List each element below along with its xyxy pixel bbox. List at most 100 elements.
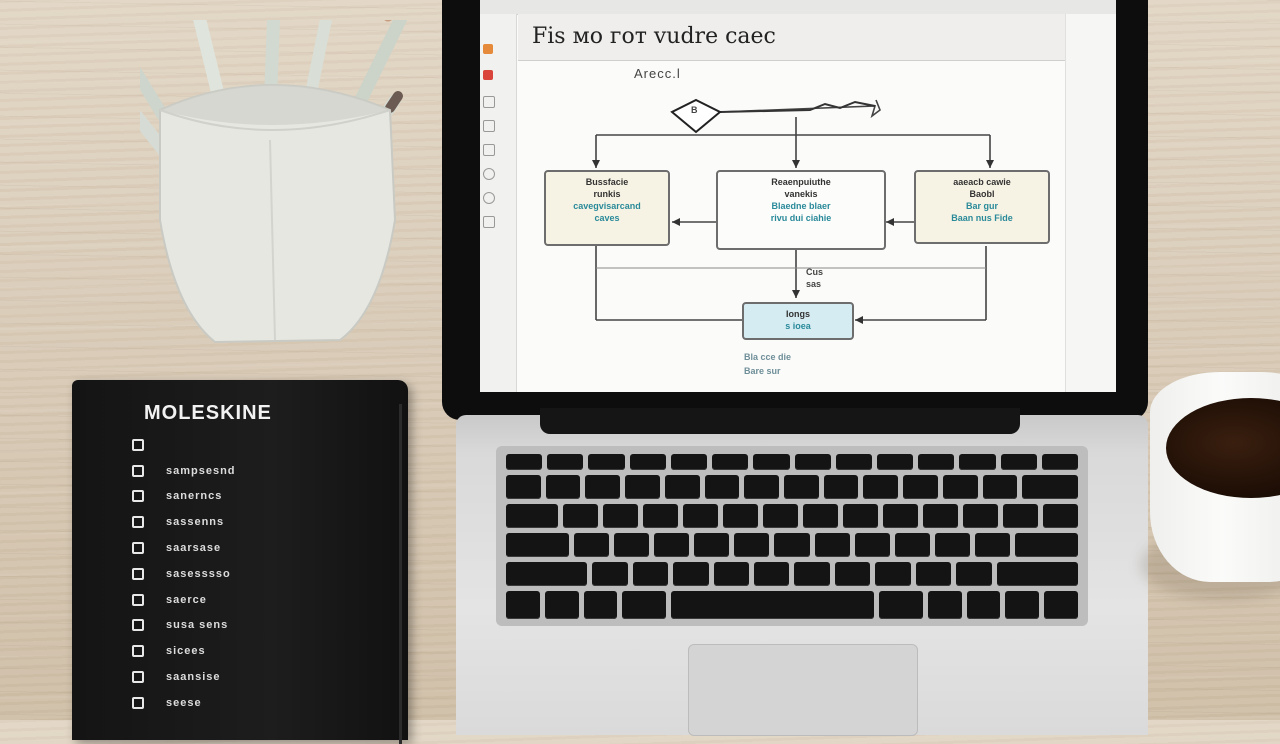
key[interactable] <box>753 454 790 470</box>
app-icon[interactable] <box>483 120 495 132</box>
checkbox-icon <box>132 516 144 529</box>
key[interactable] <box>934 533 970 557</box>
key[interactable] <box>744 475 780 499</box>
key[interactable] <box>918 454 955 470</box>
process-node[interactable]: aaeacb cawie Baobl Bar gur Baan nus Fide <box>914 170 1050 244</box>
tab-key[interactable] <box>506 504 559 528</box>
shift-key[interactable] <box>996 562 1078 586</box>
shift-key[interactable] <box>506 562 588 586</box>
key[interactable] <box>843 504 879 528</box>
key[interactable] <box>803 504 839 528</box>
key[interactable] <box>713 562 750 586</box>
footer-note: Bla cce die Bare sur <box>744 352 792 376</box>
list-item: sampsesnd <box>132 458 236 484</box>
key[interactable] <box>915 562 952 586</box>
key[interactable] <box>704 475 740 499</box>
key[interactable] <box>694 533 730 557</box>
option-key[interactable] <box>583 591 618 619</box>
key[interactable] <box>723 504 759 528</box>
key[interactable] <box>863 475 899 499</box>
app-icon[interactable] <box>483 44 493 54</box>
key[interactable] <box>654 533 690 557</box>
key[interactable] <box>625 475 660 499</box>
key[interactable] <box>883 504 919 528</box>
command-key[interactable] <box>878 591 923 619</box>
key[interactable] <box>974 533 1010 557</box>
key[interactable] <box>835 454 872 470</box>
key[interactable] <box>903 475 938 499</box>
key-row <box>506 562 1078 586</box>
key[interactable] <box>1043 504 1079 528</box>
key[interactable] <box>683 504 719 528</box>
key[interactable] <box>673 562 709 586</box>
key[interactable] <box>603 504 639 528</box>
caps-lock-key[interactable] <box>506 533 570 557</box>
arrow-up-down-key[interactable] <box>1005 591 1040 619</box>
key[interactable] <box>963 504 999 528</box>
key[interactable] <box>734 533 770 557</box>
delete-key[interactable] <box>1022 475 1078 499</box>
key[interactable] <box>956 562 992 586</box>
arrow-left-key[interactable] <box>966 591 1001 619</box>
app-icon[interactable] <box>483 216 495 228</box>
keyboard[interactable] <box>496 446 1088 626</box>
process-node[interactable]: Reaenpuiuthe vanekis Blaedne blaer rivu … <box>716 170 886 250</box>
key[interactable] <box>506 475 541 499</box>
key[interactable] <box>632 562 669 586</box>
key[interactable] <box>629 454 666 470</box>
key[interactable] <box>1000 454 1037 470</box>
key[interactable] <box>563 504 599 528</box>
key[interactable] <box>588 454 625 470</box>
key[interactable] <box>959 454 996 470</box>
list-item: saansise <box>132 664 236 690</box>
app-icon[interactable] <box>483 168 495 180</box>
app-icon[interactable] <box>483 96 495 108</box>
document-title: Fis мо гот vudre caec <box>532 24 776 49</box>
app-icon[interactable] <box>483 192 495 204</box>
scroll-area[interactable] <box>1065 14 1116 392</box>
key[interactable] <box>876 454 914 470</box>
key[interactable] <box>982 475 1018 499</box>
key[interactable] <box>923 504 959 528</box>
key[interactable] <box>784 475 819 499</box>
fn-key[interactable] <box>506 591 540 619</box>
output-node[interactable]: Iongs s ioea <box>742 302 854 340</box>
key[interactable] <box>794 562 830 586</box>
key[interactable] <box>574 533 610 557</box>
app-icon[interactable] <box>483 70 493 80</box>
key[interactable] <box>664 475 700 499</box>
control-key[interactable] <box>544 591 579 619</box>
key[interactable] <box>834 562 871 586</box>
key[interactable] <box>670 454 708 470</box>
key[interactable] <box>823 475 859 499</box>
key[interactable] <box>1003 504 1039 528</box>
process-node[interactable]: Bussfacie runkis cavegvisarcand caves <box>544 170 670 246</box>
key[interactable] <box>712 454 749 470</box>
option-key[interactable] <box>927 591 962 619</box>
key[interactable] <box>643 504 679 528</box>
key[interactable] <box>545 475 581 499</box>
key[interactable] <box>794 454 831 470</box>
trackpad[interactable] <box>688 644 918 736</box>
command-key[interactable] <box>622 591 667 619</box>
arrow-right-key[interactable] <box>1044 591 1078 619</box>
return-key[interactable] <box>1014 533 1078 557</box>
key[interactable] <box>1041 454 1079 470</box>
key[interactable] <box>592 562 628 586</box>
key[interactable] <box>774 533 810 557</box>
key[interactable] <box>814 533 850 557</box>
key[interactable] <box>763 504 799 528</box>
key[interactable] <box>506 454 543 470</box>
key[interactable] <box>894 533 930 557</box>
key[interactable] <box>585 475 621 499</box>
key[interactable] <box>547 454 584 470</box>
key[interactable] <box>614 533 650 557</box>
app-icon[interactable] <box>483 144 495 156</box>
laptop-hinge <box>540 408 1020 434</box>
key[interactable] <box>942 475 978 499</box>
key[interactable] <box>754 562 790 586</box>
checkbox-icon <box>132 696 144 709</box>
key[interactable] <box>875 562 911 586</box>
spacebar[interactable] <box>671 591 874 619</box>
key[interactable] <box>854 533 890 557</box>
